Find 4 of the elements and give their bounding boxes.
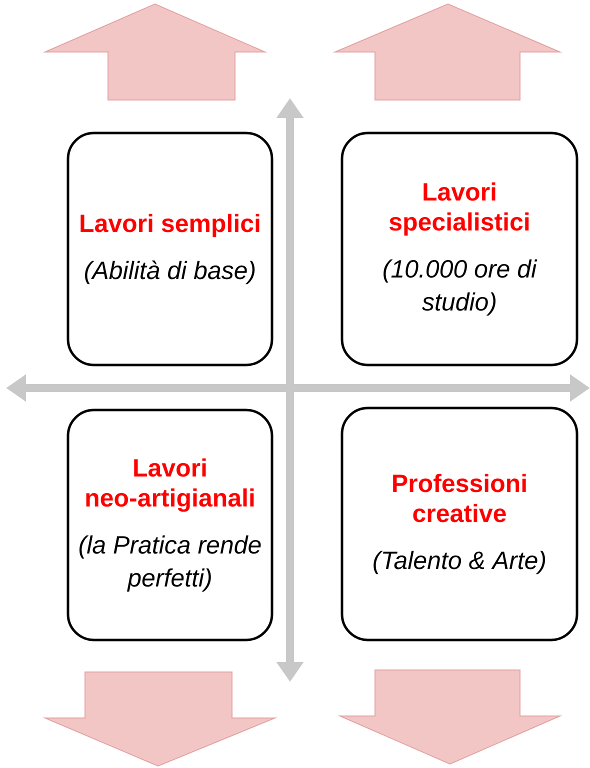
rounded-box: Lavori neo-artigianali (la Pratica rende perfetti) <box>66 408 274 642</box>
rounded-box: Professioni creative (Talento & Arte) <box>340 406 578 642</box>
rounded-box: Lavori specialistici (10.000 ore di studio) <box>340 132 578 366</box>
rounded-box: Lavori semplici (Abilità di base) <box>66 132 274 366</box>
